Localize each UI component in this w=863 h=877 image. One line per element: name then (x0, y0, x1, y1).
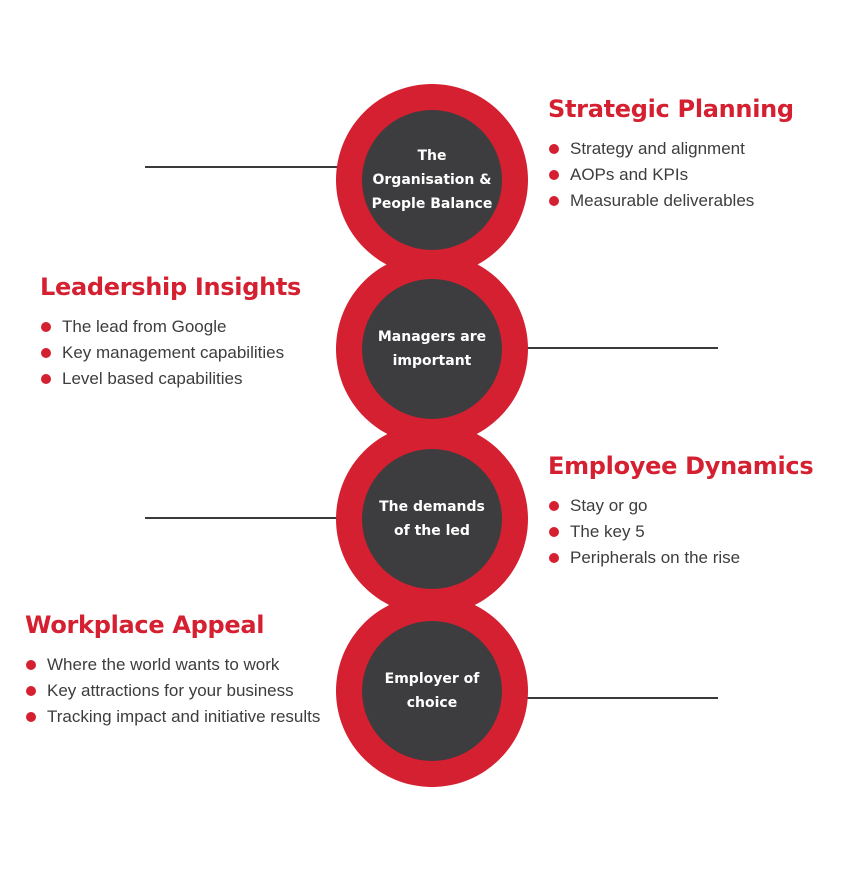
bullet-text: Strategy and alignment (570, 139, 745, 158)
stage-circle-4-core: Employer of choice (362, 621, 502, 761)
bullet-dot-icon (549, 527, 559, 537)
connector-line-4 (520, 697, 718, 699)
employee-dynamics-block: Employee Dynamics Stay or go The key 5 P… (548, 451, 848, 571)
bullet-item: Key attractions for your business (25, 678, 325, 704)
bullet-dot-icon (26, 686, 36, 696)
bullet-item: Strategy and alignment (548, 136, 848, 162)
bullet-dot-icon (41, 348, 51, 358)
bullet-text: Key attractions for your business (47, 681, 294, 700)
bullet-dot-icon (26, 712, 36, 722)
bullet-list: The lead from Google Key management capa… (40, 314, 340, 392)
bullet-item: Tracking impact and initiative results (25, 704, 325, 730)
bullet-dot-icon (549, 170, 559, 180)
bullet-item: AOPs and KPIs (548, 162, 848, 188)
bullet-item: The key 5 (548, 519, 848, 545)
bullet-dot-icon (26, 660, 36, 670)
workplace-appeal-block: Workplace Appeal Where the world wants t… (25, 610, 325, 730)
strategic-planning-block: Strategic Planning Strategy and alignmen… (548, 94, 848, 214)
block-title: Employee Dynamics (548, 452, 814, 480)
bullet-text: The lead from Google (62, 317, 227, 336)
bullet-dot-icon (549, 501, 559, 511)
stage-circle-3-core: The demands of the led (362, 449, 502, 589)
bullet-dot-icon (41, 374, 51, 384)
stage-circle-4: Employer of choice (336, 595, 528, 787)
bullet-item: Peripherals on the rise (548, 545, 848, 571)
bullet-dot-icon (549, 144, 559, 154)
bullet-text: The key 5 (570, 522, 645, 541)
connector-line-2 (520, 347, 718, 349)
block-title: Leadership Insights (40, 273, 302, 301)
stage-circle-1-core: The Organisation & People Balance (362, 110, 502, 250)
bullet-list: Stay or go The key 5 Peripherals on the … (548, 493, 848, 571)
bullet-dot-icon (41, 322, 51, 332)
bullet-item: Where the world wants to work (25, 652, 325, 678)
stage-circle-1-label: The Organisation & People Balance (371, 148, 493, 212)
stage-circle-2: Managers are important (336, 253, 528, 445)
bullet-text: AOPs and KPIs (570, 165, 689, 184)
bullet-text: Where the world wants to work (47, 655, 280, 674)
stage-circle-2-label: Managers are important (377, 329, 487, 369)
leadership-insights-block: Leadership Insights The lead from Google… (40, 272, 340, 392)
bullet-list: Where the world wants to work Key attrac… (25, 652, 325, 730)
bullet-text: Tracking impact and initiative results (47, 707, 321, 726)
bullet-list: Strategy and alignment AOPs and KPIs Mea… (548, 136, 848, 214)
bullet-text: Measurable deliverables (570, 191, 755, 210)
connector-line-3 (145, 517, 345, 519)
bullet-text: Stay or go (570, 496, 648, 515)
bullet-item: Measurable deliverables (548, 188, 848, 214)
stage-circle-3: The demands of the led (336, 423, 528, 615)
bullet-text: Peripherals on the rise (570, 548, 741, 567)
block-title: Workplace Appeal (25, 611, 265, 639)
bullet-dot-icon (549, 196, 559, 206)
bullet-dot-icon (549, 553, 559, 563)
stage-circle-1: The Organisation & People Balance (336, 84, 528, 276)
connector-line-1 (145, 166, 345, 168)
bullet-item: The lead from Google (40, 314, 340, 340)
stage-circle-4-label: Employer of choice (384, 671, 480, 711)
bullet-item: Key management capabilities (40, 340, 340, 366)
bullet-item: Level based capabilities (40, 366, 340, 392)
stage-circle-3-label: The demands of the led (379, 499, 485, 539)
bullet-text: Level based capabilities (62, 369, 243, 388)
bullet-item: Stay or go (548, 493, 848, 519)
bullet-text: Key management capabilities (62, 343, 285, 362)
stage-circle-2-core: Managers are important (362, 279, 502, 419)
block-title: Strategic Planning (548, 95, 794, 123)
